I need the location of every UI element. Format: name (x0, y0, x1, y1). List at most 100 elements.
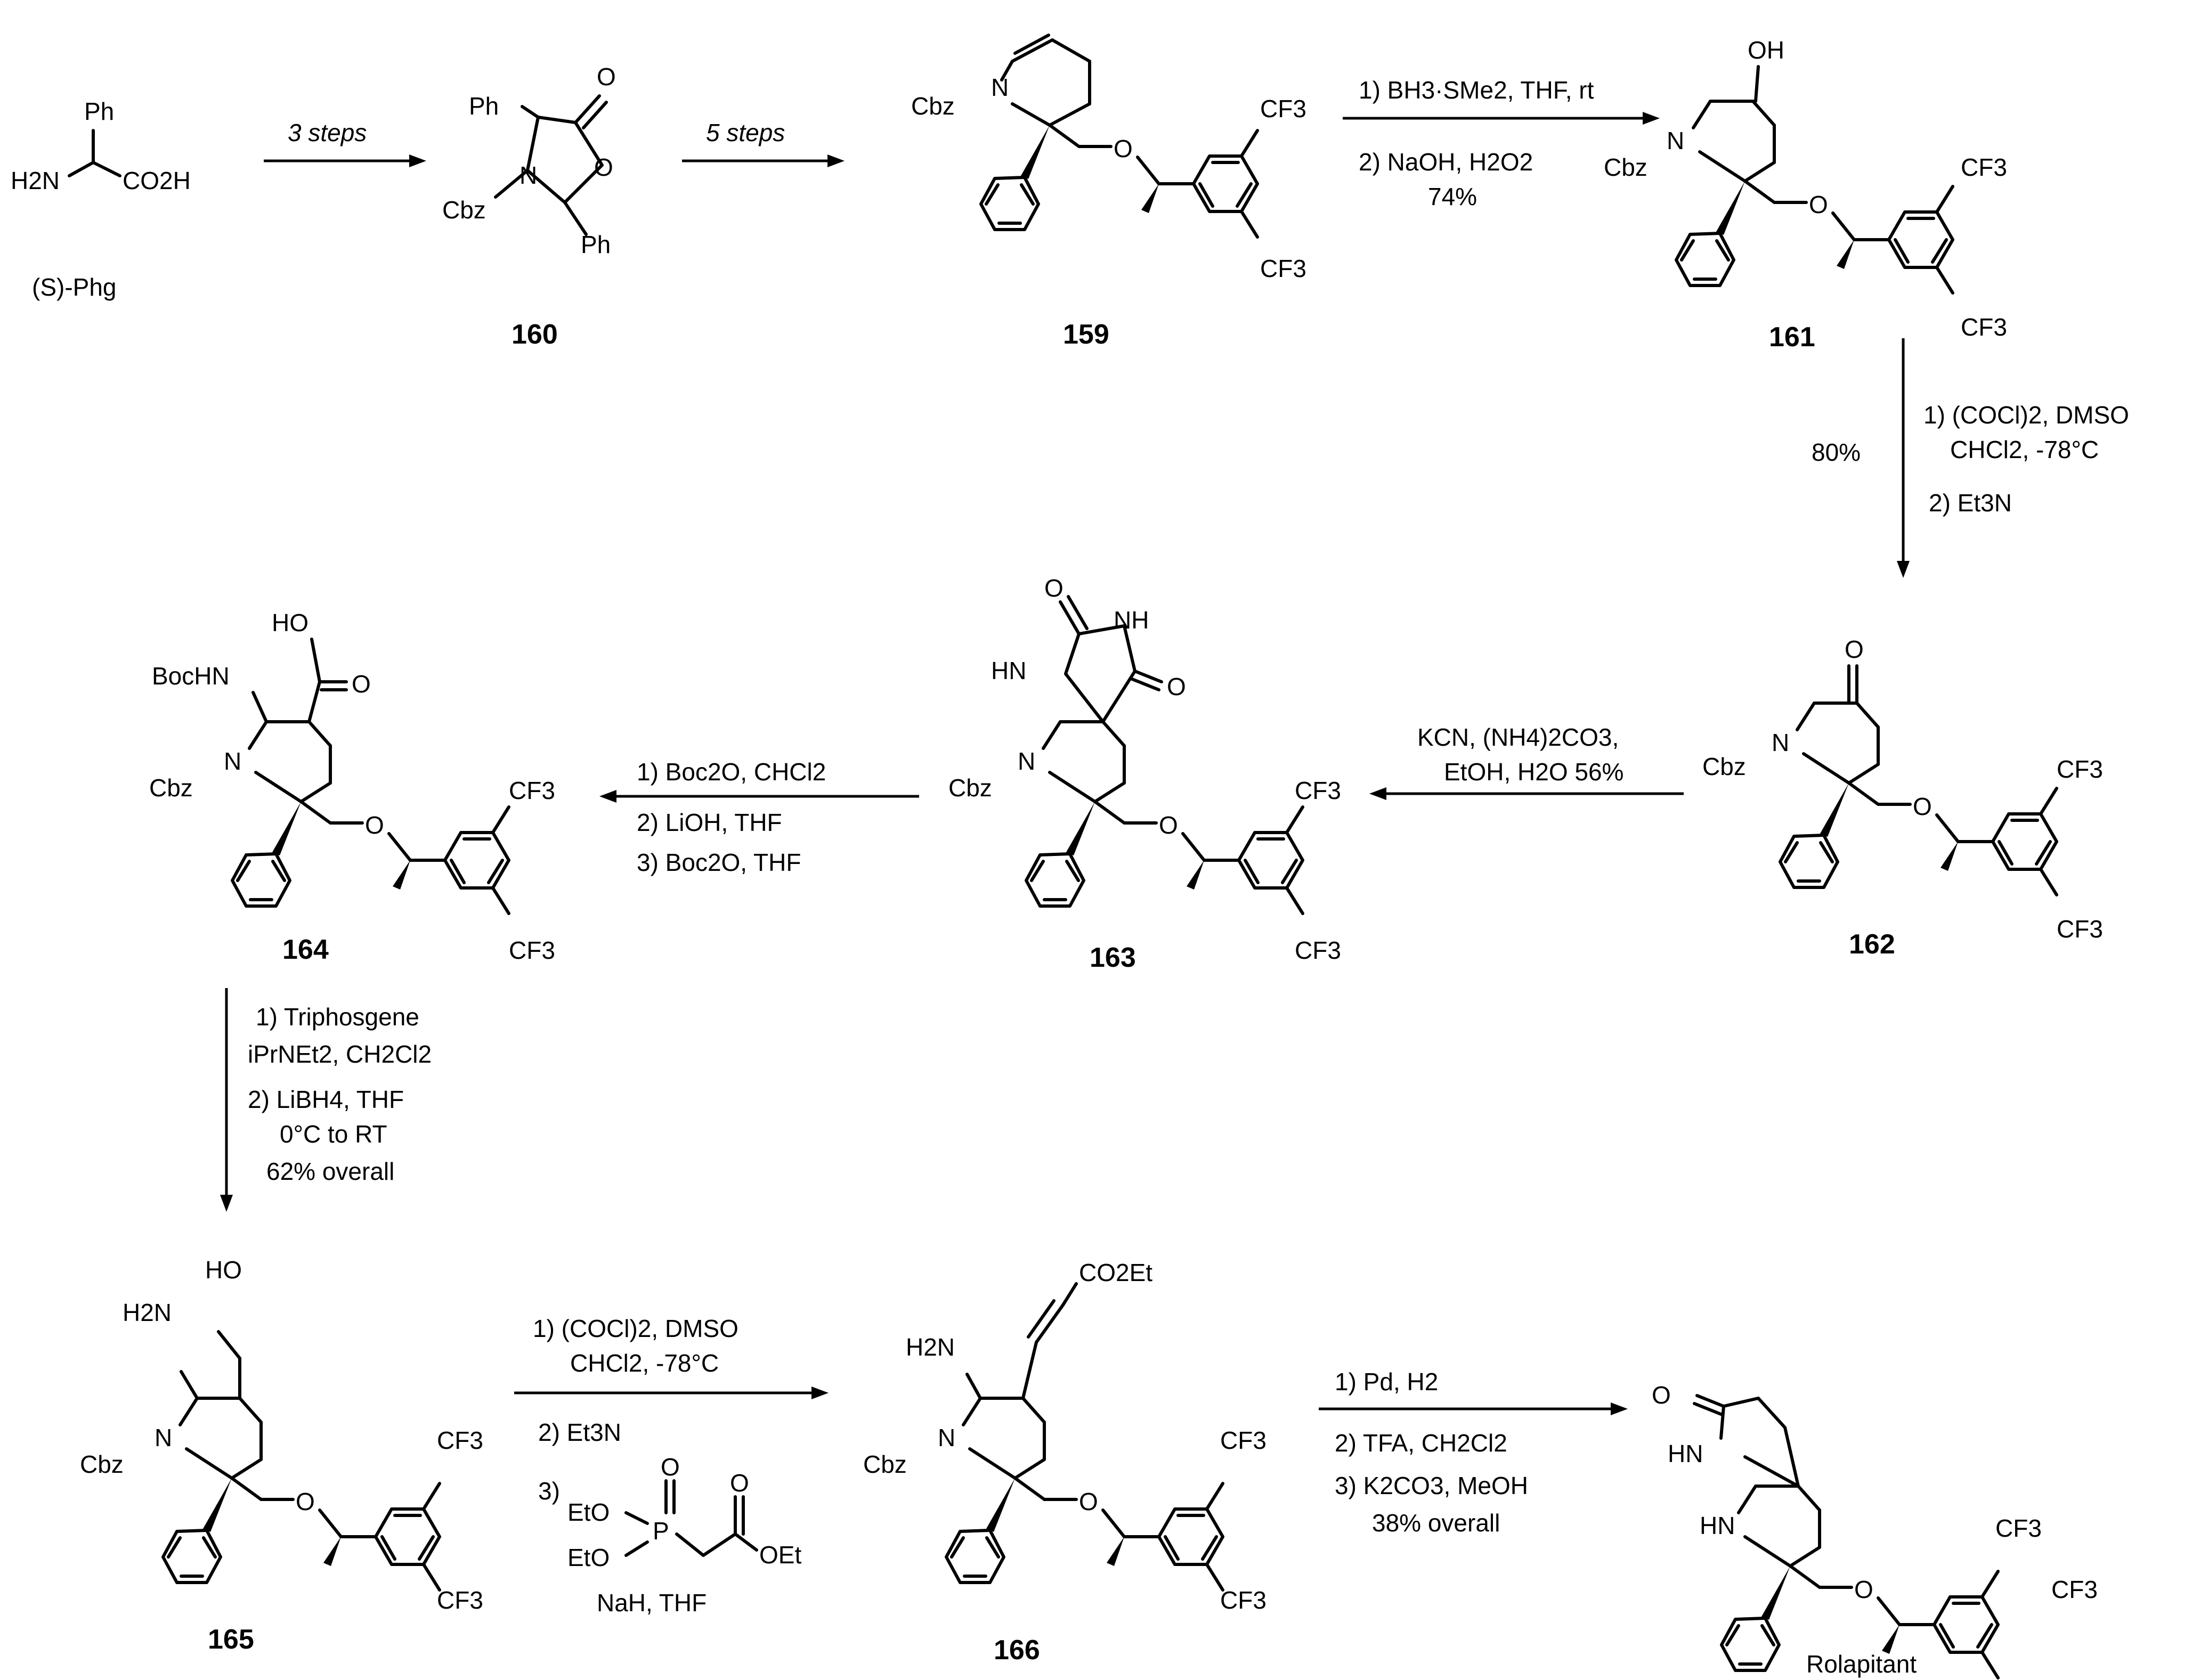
c159-cf3-top: CF3 (1260, 95, 1306, 123)
hwe-po: O (661, 1453, 680, 1481)
c164-cbz: Cbz (149, 774, 193, 802)
c166-n: N (938, 1424, 955, 1451)
hwe-eto-bottom: EtO (567, 1544, 610, 1571)
c160-carbonyl-o: O (597, 63, 616, 91)
c164-o-ether: O (365, 811, 384, 839)
hwe-eto-top: EtO (567, 1498, 610, 1526)
step7-reagent-5: 62% overall (266, 1157, 394, 1185)
reaction-arrow-8: 1) (COCl)2, DMSO CHCl2, -78°C 2) Et3N 3)… (514, 1315, 829, 1617)
step7-reagent-4: 0°C to RT (280, 1120, 387, 1148)
rola-o-ether: O (1854, 1576, 1873, 1603)
rola-o-lactam: O (1652, 1381, 1671, 1409)
c162-o: O (1845, 635, 1864, 663)
step4-reagent-2: CHCl2, -78°C (1950, 436, 2099, 463)
step8-reagent-2: CHCl2, -78°C (570, 1349, 719, 1377)
c163-cf3-bottom: CF3 (1295, 936, 1341, 964)
reaction-arrow-5: KCN, (NH4)2CO3, EtOH, H2O 56% (1369, 723, 1684, 800)
c163-nh: NH (1114, 606, 1149, 634)
c159-number: 159 (1063, 319, 1109, 350)
rola-hn-lactam: HN (1668, 1440, 1703, 1467)
c161-o: O (1809, 191, 1828, 218)
c162-number: 162 (1849, 929, 1895, 960)
c164-number: 164 (282, 934, 329, 965)
c162-cf3-bottom: CF3 (2057, 915, 2103, 943)
reaction-arrow-3: 1) BH3·SMe2, THF, rt 2) NaOH, H2O2 74% (1343, 76, 1660, 210)
step6-reagent-1: 1) Boc2O, CHCl2 (637, 758, 826, 786)
step8-reagent-4: 3) (538, 1477, 560, 1505)
c165-cf3-bottom: CF3 (437, 1586, 483, 1614)
c161-cbz: Cbz (1604, 153, 1647, 181)
c165-n: N (155, 1424, 172, 1451)
step9-reagent-2: 2) TFA, CH2Cl2 (1335, 1429, 1507, 1457)
c164-o: O (352, 670, 371, 698)
c160-number: 160 (512, 319, 558, 350)
c165-number: 165 (208, 1624, 254, 1655)
c165-cbz: Cbz (80, 1450, 124, 1478)
c162-n: N (1772, 729, 1789, 756)
rola-name: Rolapitant (1806, 1650, 1917, 1678)
c163-n: N (1018, 747, 1035, 775)
step9-reagent-4: 38% overall (1372, 1509, 1500, 1537)
step8-reagent-1: 1) (COCl)2, DMSO (533, 1315, 738, 1342)
c163-cbz: Cbz (948, 774, 992, 802)
c159-cf3-bottom: CF3 (1260, 255, 1306, 282)
c163-number: 163 (1090, 942, 1136, 973)
c159-o: O (1114, 135, 1133, 162)
compound-166: CO2Et H2N N Cbz O CF3 CF3 166 (863, 1259, 1267, 1666)
c164-n: N (224, 747, 241, 775)
c166-h2n: H2N (906, 1333, 955, 1361)
reaction-arrow-1: 3 steps (264, 119, 426, 167)
c164-cf3-bottom: CF3 (509, 936, 555, 964)
reaction-arrow-4: 80% 1) (COCl)2, DMSO CHCl2, -78°C 2) Et3… (1812, 338, 2129, 578)
c166-number: 166 (994, 1635, 1040, 1666)
step8-reagent-3: 2) Et3N (538, 1418, 621, 1446)
step4-reagent-1: 1) (COCl)2, DMSO (1923, 401, 2129, 429)
c160-ph2: Ph (581, 231, 611, 258)
c166-cbz: Cbz (863, 1450, 907, 1478)
c163-o-top: O (1044, 574, 1063, 602)
compound-159: N Cbz O CF3 CF3 159 (911, 34, 1306, 350)
reaction-arrow-2: 5 steps (682, 119, 845, 167)
c162-cf3-top: CF3 (2057, 755, 2103, 783)
c161-cf3-bottom: CF3 (1961, 313, 2007, 341)
c166-o-ether: O (1079, 1488, 1098, 1515)
c160-ring-o: O (594, 153, 613, 181)
step2-reagent: 5 steps (706, 119, 785, 146)
c162-o-ether: O (1913, 793, 1932, 820)
hwe-oet: OEt (759, 1541, 801, 1569)
step3-yield: 74% (1428, 183, 1477, 210)
rola-cf3-bottom: CF3 (2051, 1576, 2098, 1603)
step6-reagent-2: 2) LiOH, THF (637, 809, 782, 836)
c161-oh: OH (1748, 36, 1784, 64)
c163-o-right: O (1167, 673, 1186, 700)
c165-h2n: H2N (123, 1299, 172, 1326)
c162-cbz: Cbz (1702, 753, 1746, 780)
step3-reagent-2: 2) NaOH, H2O2 (1359, 148, 1533, 176)
step5-reagent-2: EtOH, H2O 56% (1444, 758, 1623, 786)
c166-cf3-bottom: CF3 (1220, 1586, 1267, 1614)
phg-acid-label: CO2H (123, 167, 191, 194)
rola-cf3-top: CF3 (1995, 1514, 2042, 1542)
step5-reagent-1: KCN, (NH4)2CO3, (1417, 723, 1619, 751)
phg-amine-label: H2N (11, 167, 60, 194)
step7-reagent-2: iPrNEt2, CH2Cl2 (248, 1040, 432, 1068)
c160-ph1: Ph (469, 92, 499, 120)
phg-ph-label: Ph (84, 97, 114, 125)
c165-ho: HO (205, 1256, 242, 1284)
c165-o-ether: O (296, 1488, 315, 1515)
step7-reagent-1: 1) Triphosgene (256, 1003, 419, 1031)
step7-reagent-3: 2) LiBH4, THF (248, 1086, 404, 1113)
compound-rolapitant: O HN HN O CF3 CF3 Rolapitant (1652, 1381, 2098, 1678)
step4-yield: 80% (1812, 438, 1861, 466)
c161-number: 161 (1769, 322, 1815, 353)
c160-cbz: Cbz (442, 196, 486, 224)
hwe-reagent: EtO EtO P O O OEt (567, 1453, 801, 1571)
compound-163: O NH HN O N Cbz O CF3 CF3 163 (948, 574, 1341, 973)
step9-reagent-1: 1) Pd, H2 (1335, 1368, 1438, 1396)
step1-reagent: 3 steps (288, 119, 367, 146)
step3-reagent-1: 1) BH3·SMe2, THF, rt (1359, 76, 1594, 104)
c164-cf3-top: CF3 (509, 777, 555, 804)
step9-reagent-3: 3) K2CO3, MeOH (1335, 1472, 1528, 1499)
reaction-arrow-7: 1) Triphosgene iPrNEt2, CH2Cl2 2) LiBH4,… (220, 988, 432, 1212)
